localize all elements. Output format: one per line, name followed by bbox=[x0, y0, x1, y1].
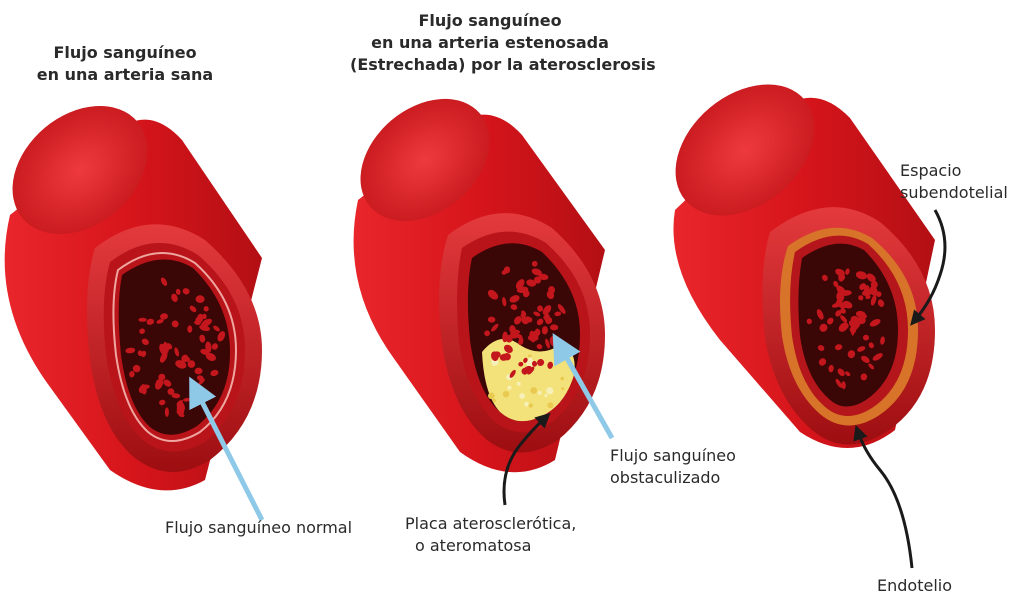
plaque-speck bbox=[530, 387, 537, 394]
panel1-title: Flujo sanguíneo en una arteria sana bbox=[30, 42, 220, 86]
plaque-speck bbox=[538, 391, 542, 395]
plaque-speck bbox=[546, 387, 553, 394]
plaque-speck bbox=[519, 393, 525, 399]
plaque-speck bbox=[528, 357, 532, 361]
plaque-speck bbox=[529, 403, 533, 407]
plaque-speck bbox=[492, 399, 496, 403]
plaque-speck bbox=[524, 402, 529, 407]
normal-flow-label: Flujo sanguíneo normal bbox=[165, 517, 352, 539]
healthy-artery bbox=[0, 80, 262, 520]
plaque-label: Placa aterosclerótica, o ateromatosa bbox=[405, 513, 576, 557]
endothelium-label: Endotelio bbox=[877, 575, 952, 597]
plaque-speck bbox=[545, 394, 548, 397]
stenosed-artery bbox=[336, 74, 612, 505]
plaque-speck bbox=[561, 387, 564, 390]
plaque-speck bbox=[507, 386, 511, 390]
endothelium-pointer-arrow bbox=[858, 432, 912, 568]
plaque-speck bbox=[503, 391, 509, 397]
plaque-speck bbox=[560, 377, 564, 381]
plaque-speck bbox=[547, 402, 553, 408]
panel2-title: Flujo sanguíneo en una arteria estenosad… bbox=[350, 10, 630, 76]
plaque-speck bbox=[488, 393, 495, 400]
artery-layers bbox=[650, 58, 945, 568]
obstructed-flow-label: Flujo sanguíneo obstaculizado bbox=[610, 445, 736, 489]
blood-cell bbox=[138, 318, 146, 322]
blood-cell bbox=[165, 407, 169, 417]
plaque-speck bbox=[517, 382, 521, 386]
subendothelial-label: Espacio subendotelial bbox=[900, 160, 1008, 204]
